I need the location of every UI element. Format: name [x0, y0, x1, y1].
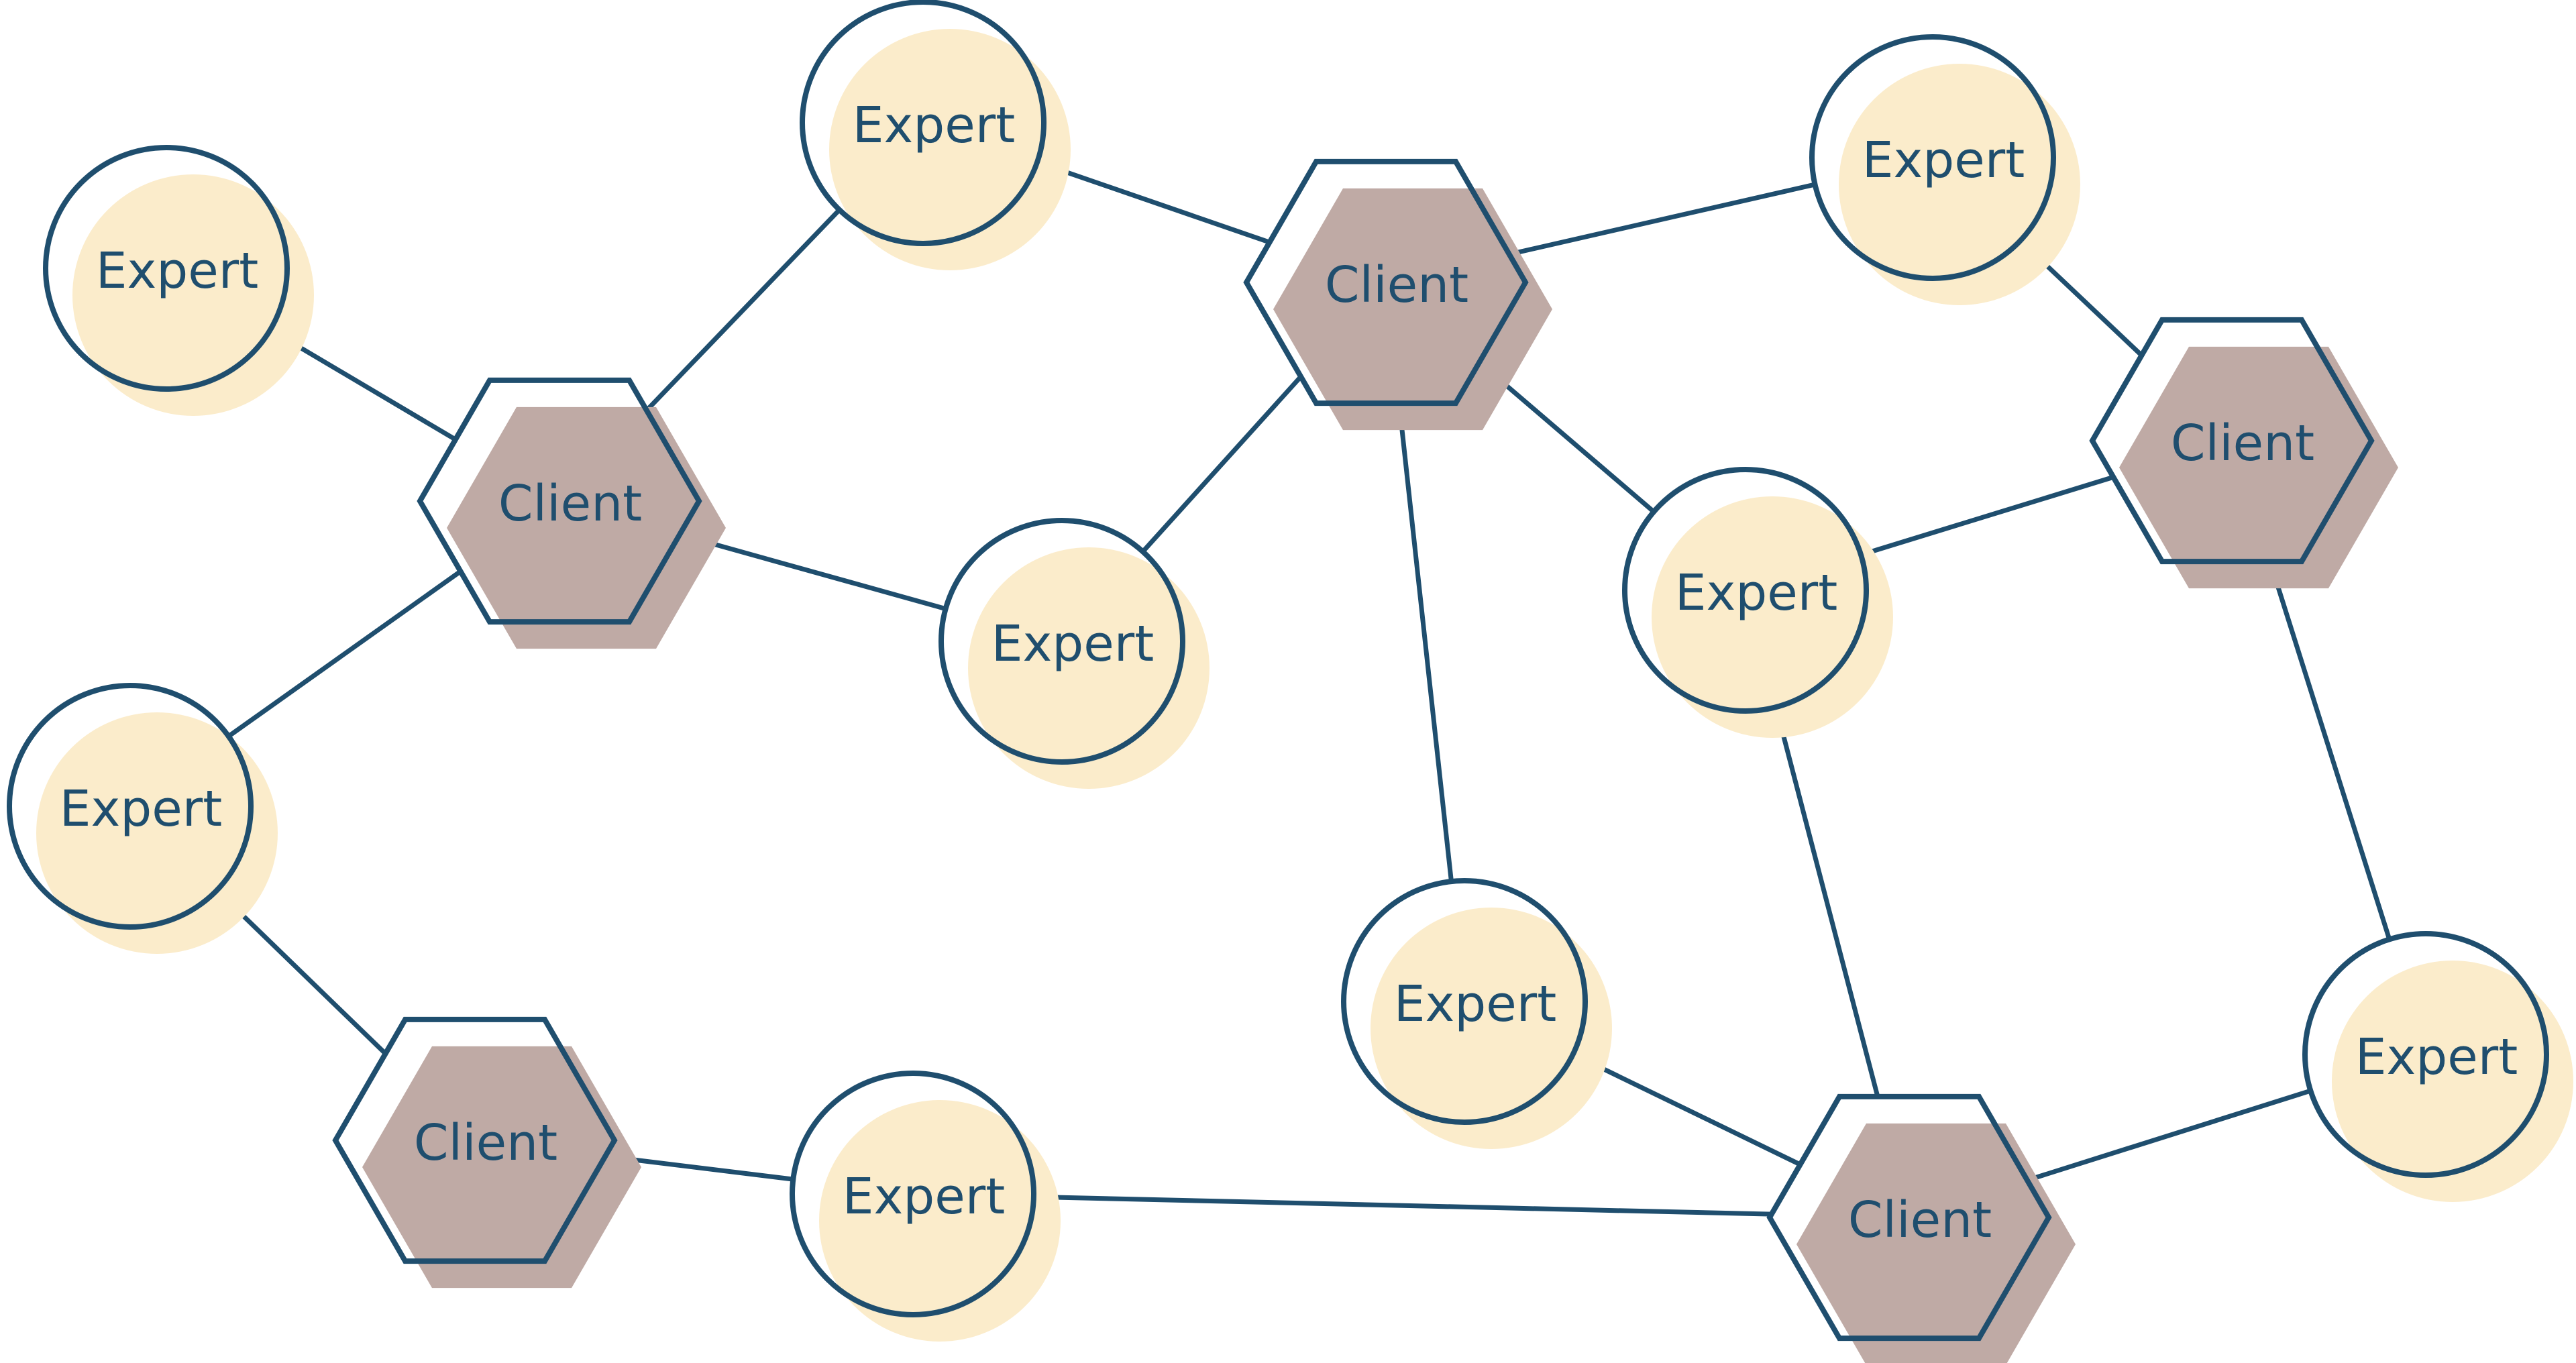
- client-node: Client: [1766, 1093, 2076, 1363]
- expert-node: Expert: [1622, 467, 1893, 738]
- edge-expert-10-client-5: [910, 1191, 1912, 1220]
- expert-node: Expert: [2302, 931, 2573, 1202]
- client-node-outline: [2089, 317, 2375, 565]
- expert-node-outline: [800, 0, 1046, 246]
- client-node-fill: [447, 406, 726, 649]
- client-node: Client: [1243, 158, 1552, 431]
- client-node-outline: [1766, 1093, 2052, 1342]
- client-label: Client: [1325, 256, 1468, 314]
- client-node-fill: [1273, 188, 1552, 431]
- expert-label: Expert: [2355, 1028, 2518, 1086]
- client-node: Client: [2089, 317, 2398, 589]
- client-node-outline: [1243, 158, 1529, 406]
- client-label: Client: [498, 475, 642, 533]
- client-label: Client: [2171, 415, 2314, 472]
- expert-node: Expert: [800, 0, 1071, 270]
- client-node: Client: [417, 377, 726, 649]
- expert-node-outline: [1809, 34, 2056, 281]
- client-node-fill: [2119, 346, 2398, 589]
- expert-node: Expert: [1809, 34, 2080, 305]
- expert-label: Expert: [1394, 975, 1557, 1033]
- client-node: Client: [332, 1016, 641, 1289]
- expert-node-outline: [790, 1071, 1036, 1317]
- client-node-outline: [417, 377, 702, 625]
- expert-label: Expert: [1675, 564, 1838, 622]
- expert-label: Expert: [1862, 131, 2025, 189]
- expert-label: Expert: [853, 97, 1016, 154]
- expert-node: Expert: [1341, 878, 1612, 1149]
- expert-node: Expert: [7, 683, 278, 954]
- expert-node-outline: [938, 518, 1185, 765]
- expert-node: Expert: [43, 145, 314, 416]
- expert-node-outline: [1341, 878, 1588, 1125]
- expert-node: Expert: [790, 1071, 1061, 1342]
- client-label: Client: [1848, 1191, 1992, 1249]
- expert-label: Expert: [60, 780, 223, 838]
- nodes-layer: ExpertExpertExpertExpertExpertExpertExpe…: [7, 0, 2573, 1363]
- client-node-fill: [362, 1046, 641, 1289]
- expert-label: Expert: [96, 242, 259, 300]
- client-node-fill: [1796, 1123, 2076, 1363]
- expert-label: Expert: [991, 615, 1155, 673]
- expert-node-outline: [2302, 931, 2549, 1178]
- client-label: Client: [414, 1114, 557, 1172]
- expert-label: Expert: [843, 1168, 1006, 1225]
- client-node-outline: [332, 1016, 618, 1264]
- expert-node: Expert: [938, 518, 1210, 789]
- expert-node-outline: [43, 145, 290, 392]
- expert-node-outline: [7, 683, 254, 930]
- expert-node-outline: [1622, 467, 1869, 714]
